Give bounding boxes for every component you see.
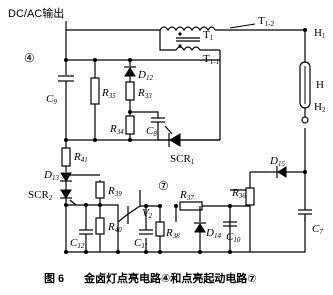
resistor-r40: R40 <box>95 217 122 252</box>
resistor-r38: R38 <box>155 221 180 240</box>
svg-text:V2: V2 <box>142 207 153 220</box>
resistor-r34: R34 <box>109 115 135 136</box>
resistor-r41: R41 <box>61 147 88 167</box>
svg-text:R40: R40 <box>107 221 122 234</box>
resistor-r36: R36 <box>231 187 255 206</box>
thyristor-scr1: SCR1 <box>158 133 195 166</box>
svg-text:R33: R33 <box>137 87 152 100</box>
capacitor-c8: C8 <box>146 117 165 138</box>
section-7-marker: ⑦ <box>158 179 169 193</box>
svg-text:C8: C8 <box>146 125 157 138</box>
transistor-v2: V2 <box>127 206 153 224</box>
capacitor-c9: C9 <box>46 75 74 106</box>
svg-text:C10: C10 <box>226 231 241 244</box>
svg-text:D15: D15 <box>269 155 285 168</box>
wiring <box>65 21 306 253</box>
svg-text:R41: R41 <box>73 151 88 164</box>
svg-text:T1-2: T1-2 <box>258 15 275 28</box>
svg-text:H2: H2 <box>314 101 326 114</box>
resistor-r39: R39 <box>95 181 122 199</box>
diode-d15: D15 <box>268 155 287 178</box>
diode-d14: D14 <box>194 206 221 254</box>
lamp-h: H1 H H2 <box>299 27 326 124</box>
resistor-r37: R37 <box>179 189 203 211</box>
svg-text:R35: R35 <box>101 87 116 100</box>
supply-label: DC/AC输出 <box>8 6 64 20</box>
diode-d13: D13 <box>43 169 72 190</box>
thyristor-scr2: SCR2 <box>28 189 77 210</box>
resistor-r33: R33 <box>125 81 152 101</box>
capacitor-c7: C7 <box>298 209 323 236</box>
capacitor-c11: C11 <box>134 229 153 250</box>
svg-text:图 6: 图 6 <box>44 272 64 285</box>
diode-d12: D12 <box>124 66 153 82</box>
section-4-marker: ④ <box>24 51 35 65</box>
svg-text:H: H <box>316 79 324 91</box>
svg-text:H1: H1 <box>314 27 326 40</box>
svg-text:R36: R36 <box>231 187 246 200</box>
svg-text:C12: C12 <box>70 237 85 250</box>
capacitor-c10: C10 <box>223 221 241 244</box>
svg-text:T1-1: T1-1 <box>203 53 220 66</box>
svg-text:C11: C11 <box>134 237 148 250</box>
svg-text:R39: R39 <box>107 185 122 198</box>
transformer-t1: T1-2 T1 T1-1 <box>159 15 275 66</box>
svg-text:R37: R37 <box>179 189 194 202</box>
svg-text:D13: D13 <box>43 169 59 182</box>
svg-text:C7: C7 <box>312 223 323 236</box>
resistor-r35: R35 <box>90 77 116 105</box>
figure-caption: 图 6 金卤灯点亮电路④和点亮起动电路⑦ <box>44 271 257 285</box>
svg-text:R38: R38 <box>165 227 180 240</box>
svg-text:D14: D14 <box>205 227 221 240</box>
svg-text:SCR2: SCR2 <box>28 189 53 202</box>
svg-text:C9: C9 <box>46 93 57 106</box>
svg-text:T1: T1 <box>203 29 214 42</box>
capacitor-c12: C12 <box>70 229 93 250</box>
svg-text:D12: D12 <box>137 69 153 82</box>
svg-text:金卤灯点亮电路④和点亮起动电路⑦: 金卤灯点亮电路④和点亮起动电路⑦ <box>83 271 257 285</box>
svg-text:SCR1: SCR1 <box>170 153 195 166</box>
svg-text:R34: R34 <box>109 123 124 136</box>
